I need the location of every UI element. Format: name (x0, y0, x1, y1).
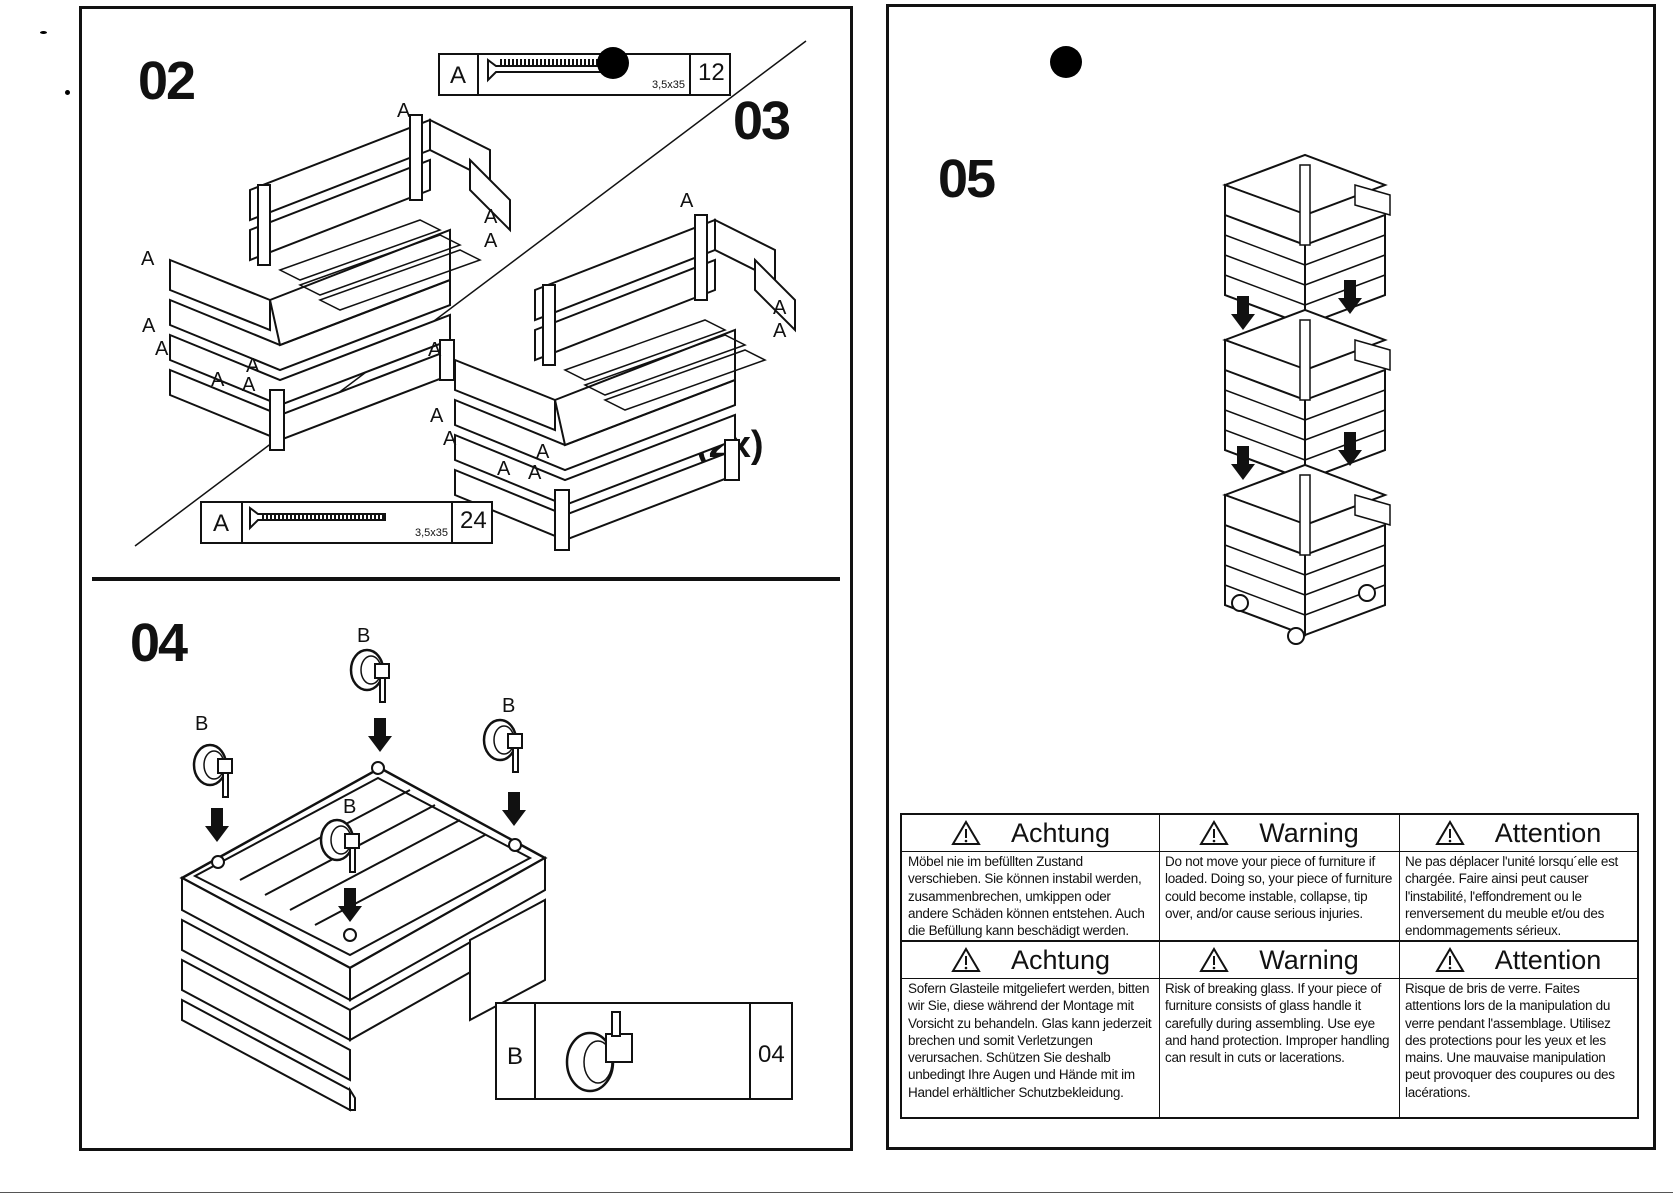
caster-illustration (482, 718, 524, 774)
stack-crate-bottom (1224, 464, 1391, 636)
warning-text: Risk of breaking glass. If your piece of… (1165, 981, 1390, 1066)
screw-qty-top: 12 (698, 59, 725, 86)
warning-title: Achtung (1010, 944, 1111, 975)
svg-text:A: A (484, 206, 498, 228)
svg-text:A: A (142, 315, 156, 337)
svg-text:A: A (773, 320, 787, 342)
warning-text: Sofern Glasteile mitgeliefert werden, bi… (908, 981, 1152, 1100)
warning-triangle-icon (1434, 820, 1465, 845)
warning-triangle-icon (1199, 820, 1229, 845)
warning-title: Warning (1259, 817, 1359, 848)
stack-crate-top (1224, 154, 1391, 326)
crate-illustration-step-03 (454, 214, 796, 551)
svg-text:A: A (497, 458, 511, 480)
svg-text:A: A (211, 369, 225, 391)
warning-text: Do not move your piece of furniture if l… (1165, 854, 1393, 921)
screw-size-top: 3,5x35 (652, 79, 685, 91)
warning-title: Attention (1494, 944, 1602, 975)
warning-title: Attention (1494, 817, 1602, 848)
speck-mark (40, 31, 47, 34)
warning-triangle-icon (951, 820, 981, 845)
part-code-a-bottom: A (213, 510, 229, 537)
arrow-down-icon (502, 792, 526, 826)
svg-text:A: A (680, 190, 694, 212)
warning-title: Achtung (1010, 817, 1111, 848)
svg-text:A: A (430, 405, 444, 427)
step-number-05: 05 (938, 149, 996, 209)
svg-text:A: A (155, 338, 169, 360)
part-code-b-label: B (357, 625, 370, 647)
step-number-02: 02 (138, 51, 196, 111)
svg-text:A: A (141, 248, 155, 270)
svg-text:A: A (528, 462, 542, 484)
warning-triangle-icon (1199, 947, 1229, 972)
warning-text: Ne pas déplacer l'unité lorsqu´elle est … (1405, 854, 1619, 939)
warning-cell: Warning Do not move your piece of furnit… (1159, 815, 1399, 940)
svg-text:A: A (484, 230, 498, 252)
crate-base-illustration-step-04 (179, 761, 548, 1112)
svg-text:A: A (428, 339, 442, 361)
warning-triangle-icon (1434, 947, 1465, 972)
warning-row-moving: Achtung Möbel nie im befüllten Zustand v… (902, 815, 1637, 942)
part-code-a-top: A (450, 62, 466, 89)
svg-text:A: A (536, 441, 550, 463)
caster-illustration (192, 743, 234, 799)
scan-edge-line (0, 1192, 1673, 1193)
crate-illustration-step-02 (169, 114, 511, 451)
speck-mark (65, 90, 70, 95)
svg-text:A: A (443, 428, 457, 450)
wheel-icon (1358, 584, 1376, 602)
svg-text:A: A (397, 100, 411, 122)
part-code-b-label: B (195, 713, 208, 735)
caster-illustration (349, 648, 391, 704)
wheel-icon (1287, 627, 1305, 645)
warning-text: Möbel nie im befüllten Zustand verschieb… (908, 854, 1145, 939)
warning-title: Warning (1259, 944, 1359, 975)
black-dot-mark (1050, 46, 1082, 78)
svg-text:A: A (246, 355, 260, 377)
svg-text:A: A (242, 374, 256, 396)
section-divider (92, 577, 840, 581)
caster-qty: 04 (758, 1041, 785, 1068)
wheel-icon (1231, 594, 1249, 612)
warning-cell: Warning Risk of breaking glass. If your … (1159, 942, 1399, 1117)
part-code-b-box: B (507, 1043, 523, 1070)
warning-cell: Attention Ne pas déplacer l'unité lorsqu… (1399, 815, 1637, 940)
arrow-down-icon (205, 808, 229, 842)
warning-text: Risque de bris de verre. Faites attentio… (1405, 981, 1615, 1100)
svg-text:A: A (773, 297, 787, 319)
screw-qty-bottom: 24 (460, 507, 487, 534)
warning-triangle-icon (951, 947, 981, 972)
screw-size-bottom: 3,5x35 (415, 527, 448, 539)
step-number-04: 04 (130, 613, 188, 673)
warning-table: Achtung Möbel nie im befüllten Zustand v… (900, 813, 1639, 1119)
part-code-b-label: B (502, 695, 515, 717)
step-number-03: 03 (733, 91, 791, 151)
stack-crate-middle (1224, 309, 1391, 481)
warning-cell: Achtung Möbel nie im befüllten Zustand v… (902, 815, 1159, 940)
warning-cell: Attention Risque de bris de verre. Faite… (1399, 942, 1637, 1117)
warning-cell: Achtung Sofern Glasteile mitgeliefert we… (902, 942, 1159, 1117)
warning-row-glass: Achtung Sofern Glasteile mitgeliefert we… (902, 942, 1637, 1117)
arrow-down-icon (368, 718, 392, 752)
part-code-b-label: B (343, 796, 356, 818)
